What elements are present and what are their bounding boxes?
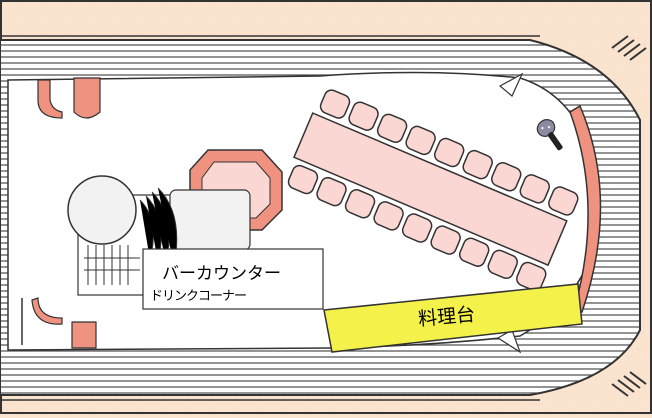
cooking-table xyxy=(323,283,583,353)
fixture-top-left xyxy=(37,79,63,119)
chairs-bottom xyxy=(287,164,547,292)
banquet-table xyxy=(293,112,568,267)
drink-corner-label: ドリンクコーナー xyxy=(150,289,247,304)
fixture-bottom-left xyxy=(31,297,63,325)
bow-details-bottom xyxy=(611,371,647,397)
chairs-top xyxy=(319,89,579,216)
bar-counter-label: バーカウンター xyxy=(162,264,281,284)
fixture-bottom-mid xyxy=(71,321,97,349)
bar-counter-label-box xyxy=(142,248,324,310)
banquet-table-group xyxy=(287,89,579,292)
microphone-icon xyxy=(536,119,563,151)
bow-details-top xyxy=(611,35,647,61)
cooking-table-label: 料理台 xyxy=(417,303,476,331)
fixture-top-mid xyxy=(73,77,101,119)
